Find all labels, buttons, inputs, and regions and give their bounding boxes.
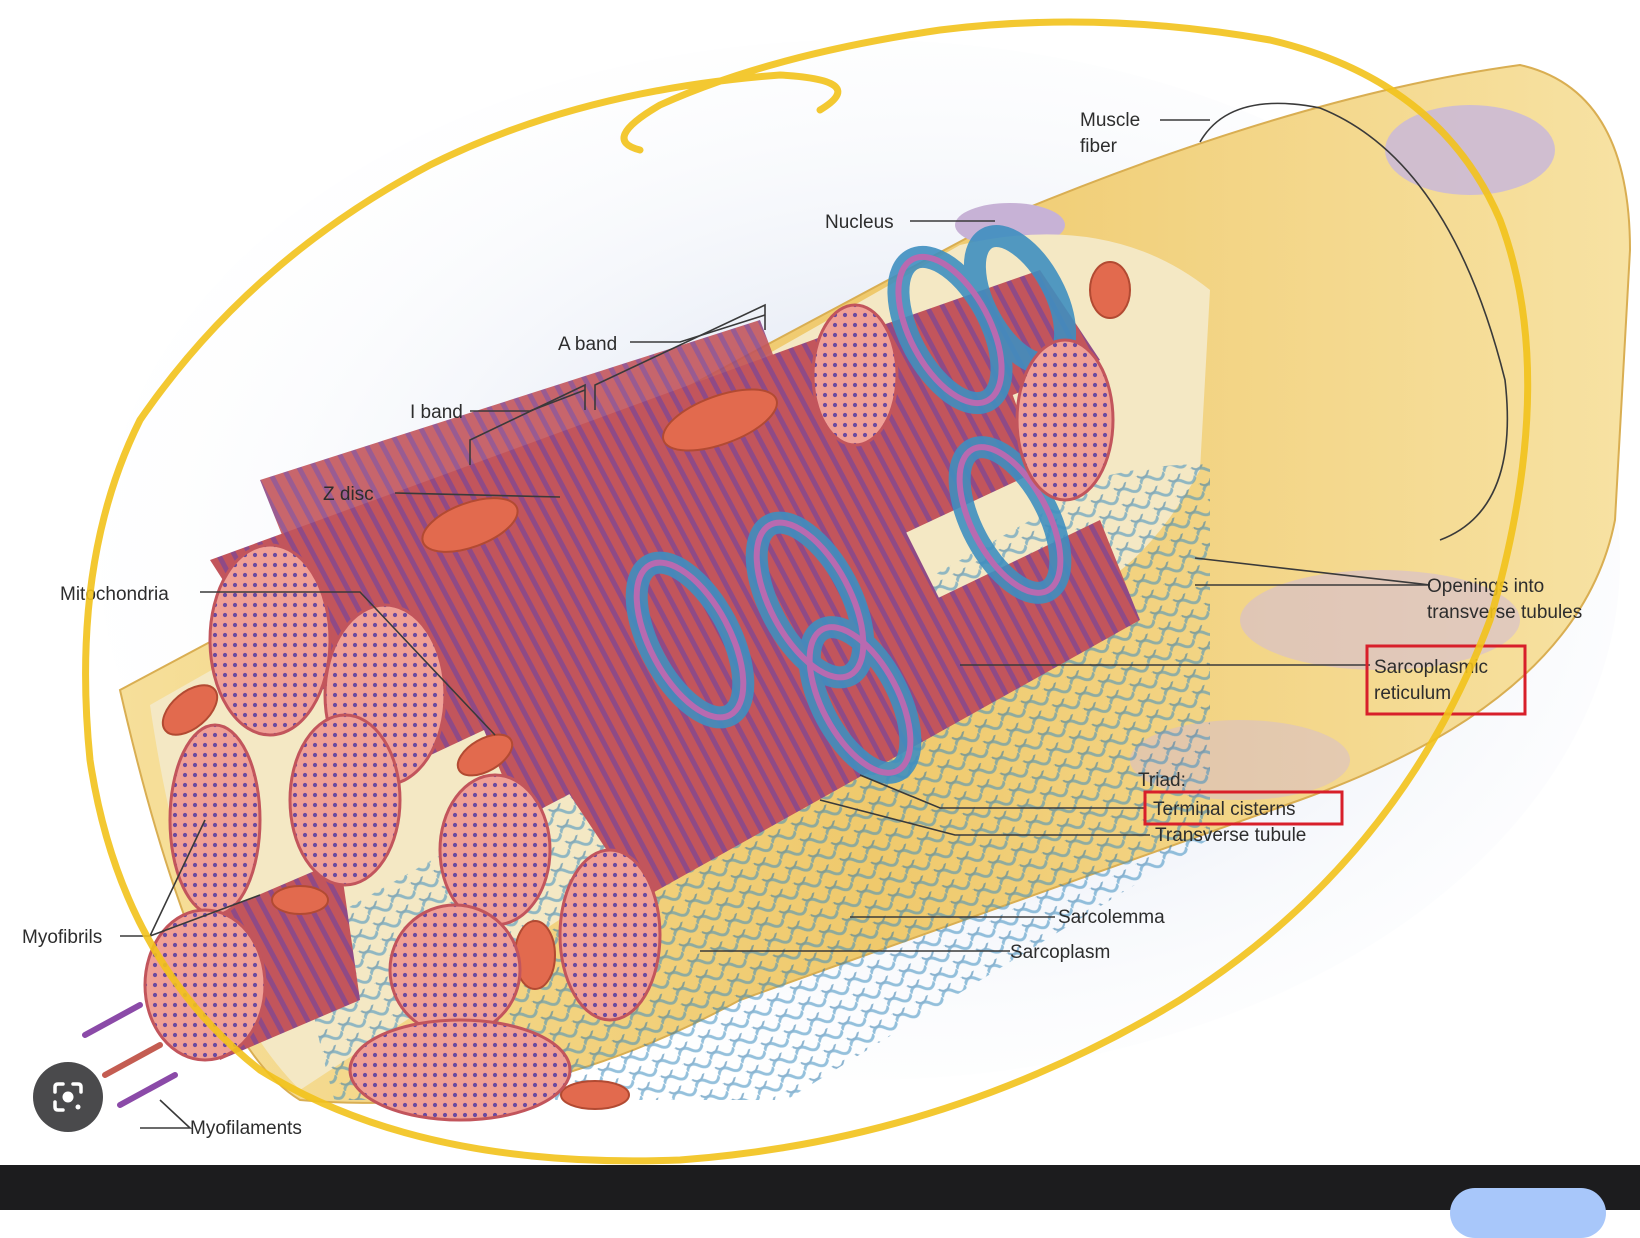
label-sarcoplasmic-2: reticulum [1374, 683, 1451, 704]
label-i-band: I band [410, 402, 463, 423]
myofilament-strands [82, 1002, 178, 1108]
bottom-pill-button[interactable] [1450, 1188, 1606, 1238]
label-muscle-fiber-1: Muscle [1080, 110, 1140, 131]
label-nucleus: Nucleus [825, 212, 894, 233]
label-openings-1: Openings into [1427, 576, 1544, 597]
label-sarcoplasmic-1: Sarcoplasmic [1374, 657, 1488, 678]
band-brackets [469, 303, 766, 465]
label-a-band: A band [558, 334, 617, 355]
muscle-fiber-illustration: Muscle fiber Nucleus A band I band Z dis… [22, 18, 1632, 1165]
diagram-canvas: Muscle fiber Nucleus A band I band Z dis… [22, 18, 1632, 1165]
label-sarcolemma: Sarcolemma [1058, 907, 1165, 928]
mitochondria-shapes [161, 261, 1131, 1110]
camera-lens-icon [53, 1082, 83, 1112]
yellow-scribble-annotation [82, 18, 1532, 1165]
label-openings-2: transverse tubules [1427, 602, 1582, 623]
diagram-labels: Muscle fiber Nucleus A band I band Z dis… [22, 110, 1582, 1139]
label-mitochondria: Mitochondria [60, 584, 169, 605]
terminal-cisterns-highlight-box [1143, 790, 1344, 826]
label-myofibrils: Myofibrils [22, 927, 102, 948]
transverse-tubule-lines [633, 253, 1064, 776]
lens-search-button[interactable] [33, 1062, 103, 1132]
label-transverse-tubule: Transverse tubule [1155, 825, 1306, 846]
leader-lines [120, 102, 1509, 1129]
label-sarcoplasm: Sarcoplasm [1010, 942, 1110, 963]
bottom-bar [0, 1165, 1640, 1210]
label-z-disc: Z disc [323, 484, 374, 505]
nucleus-shape [1385, 105, 1555, 195]
label-triad: Triad: [1138, 770, 1186, 791]
label-muscle-fiber-2: fiber [1080, 136, 1118, 157]
label-myofilaments: Myofilaments [190, 1118, 302, 1139]
label-terminal-cisterns: Terminal cisterns [1153, 799, 1296, 820]
